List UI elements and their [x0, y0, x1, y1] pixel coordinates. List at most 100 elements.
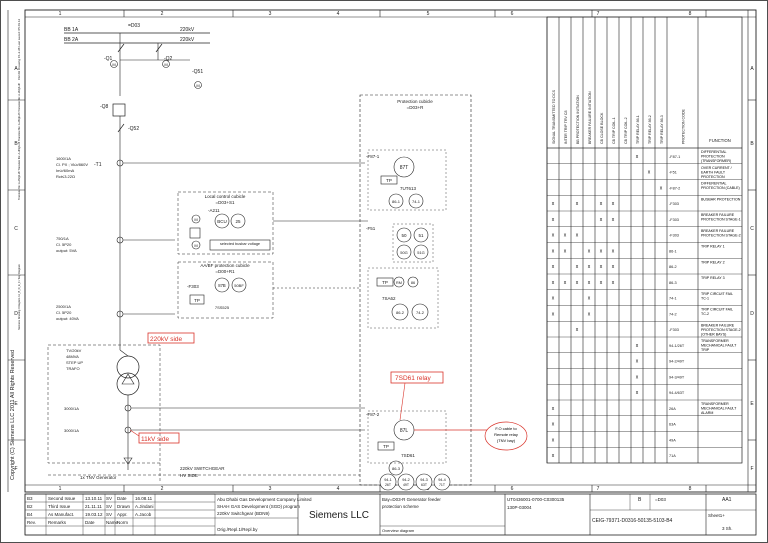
rev-desc-1: Third Issue	[48, 504, 71, 509]
matrix-mark: x	[612, 264, 615, 270]
matrix-row-function-9-line-1: TC-1	[701, 296, 709, 300]
protection-matrix	[546, 16, 743, 464]
matrix-mark: x	[576, 233, 579, 239]
matrix-row-function-11-line-0: BREAKER FAILURE	[701, 323, 735, 327]
distance-relay-type: 7SA62	[382, 296, 396, 301]
matrix-mark: x	[588, 311, 591, 317]
sync-check-relay-symbol	[230, 213, 246, 229]
matrix-row-function-16-line-2: ALARM	[701, 411, 713, 415]
mech-fault-relay-3	[415, 473, 433, 491]
busbar-1a-name: BB 1A	[64, 27, 79, 33]
matrix-mark: x	[636, 154, 639, 160]
matrix-mark: x	[552, 217, 555, 223]
lv-side-annotation: 11kV side	[141, 436, 169, 443]
q2-label: -Q2	[164, 56, 173, 62]
row-letter-right-D: D	[750, 311, 754, 317]
matrix-row-function-11-line-1: PROTECTION STAGE-2	[701, 328, 741, 332]
matrix-row-function-11-line-2: (OTHER BAYS)	[701, 332, 726, 336]
transformer-rating-3: TRAFO	[66, 366, 80, 371]
switchgear-label-2: HV SIDE	[180, 473, 198, 478]
mech-fault-relay-3-code: 94-3	[420, 478, 428, 482]
rev-val-0: 16.08.11	[135, 496, 153, 501]
relay-annotation: 7SD61 relay	[395, 375, 432, 382]
trip-relay-86-1-label: 86-1	[392, 199, 401, 204]
matrix-mark: x	[552, 296, 555, 302]
q52-disconnector	[117, 123, 125, 133]
mech-fault-relay-2-code: 94-2	[402, 478, 410, 482]
matrix-col-header-4: CB CLOSE BLOCK	[600, 112, 604, 144]
column-number-bottom-2: 2	[161, 486, 164, 492]
copyright-notice: Copyright (C) Siemens LLC 2011 All Right…	[10, 350, 16, 480]
matrix-mark: x	[552, 201, 555, 207]
protection-cubicle	[359, 94, 472, 486]
matrix-row-code-2: -F87-2	[669, 186, 680, 190]
line-relay-group	[367, 410, 447, 464]
generator-label: 1x TNV Generator	[80, 475, 117, 480]
matrix-col-header-0: SIGNAL TRANSMITTED TO DCS	[552, 89, 556, 144]
row-letter-D: D	[14, 311, 18, 317]
matrix-mark: x	[564, 233, 567, 239]
matrix-row-code-0: -F87-1	[669, 155, 680, 159]
matrix-mark: x	[552, 437, 555, 443]
column-number-5: 5	[427, 11, 430, 17]
line-relay-type: 7SD61	[401, 453, 415, 458]
matrix-mark: x	[600, 280, 603, 286]
matrix-row-function-4-line-1: PROTECTION STAGE-1	[701, 218, 741, 222]
matrix-row-code-14: 94-3/49T	[669, 375, 685, 379]
ef-50g-relay-symbol	[396, 244, 412, 260]
local-meter-1-label: M	[194, 217, 197, 222]
matrix-row-function-2-line-0: DIFFERENTIAL	[701, 182, 727, 186]
aabf-tp-box	[189, 294, 205, 305]
matrix-row-function-16-line-1: MECHANICAL FAULT	[701, 407, 737, 411]
q51-motor-label: M	[196, 83, 199, 88]
local-meter-1-symbol	[191, 214, 201, 224]
lv-ct-b-ratio: 3000/1A	[64, 428, 79, 433]
matrix-col-header-3: BREAKER FAILURE INITIATION	[588, 91, 592, 144]
hv-side-boundary	[47, 344, 161, 464]
row-letter-E: E	[14, 401, 18, 407]
breaker-failure-relay-symbol	[231, 277, 247, 293]
rev-header-by: Name	[106, 520, 119, 525]
tp1-label: TP	[386, 178, 392, 183]
matrix-mark: x	[612, 280, 615, 286]
matrix-row-code-12: 94-1/26T	[669, 344, 685, 348]
lv-ct-a-ratio: 3000/1A	[64, 406, 79, 411]
ct3-output: output: 40VA	[56, 316, 79, 321]
trip-circuit-74-1-label: 74-1	[412, 199, 421, 204]
ef-51g-relay-label: 51G	[417, 250, 425, 255]
ct1-class: Cl. PX ; Vk≥/860V	[56, 162, 88, 167]
column-number-bottom-8: 8	[689, 486, 692, 492]
matrix-row-function-1-line-0: OVER CURRENT /	[701, 166, 732, 170]
matrix-mark: x	[576, 327, 579, 333]
rev-what-0: Date	[117, 496, 127, 501]
rev-header-date: Date	[85, 520, 95, 525]
local-control-id: =D03+S1	[215, 200, 235, 205]
matrix-row-function-3-line-0: BUSBAR PROTECTION	[701, 197, 741, 201]
mech-fault-relay-1-sub: 26T	[385, 483, 392, 487]
matrix-row-function-5-line-1: PROTECTION STAGE-2	[701, 233, 741, 237]
q8-breaker	[112, 103, 126, 117]
transformer-primary	[116, 355, 140, 379]
matrix-col-header-8: TRIP RELAY 86-2	[648, 115, 652, 144]
f51-label: -F51	[366, 226, 376, 231]
matrix-row-function-16-line-0: TRANSFORMER	[701, 402, 729, 406]
matrix-row-code-3: -F303	[669, 202, 679, 206]
q2-disconnector	[155, 43, 163, 53]
matrix-mark: x	[552, 422, 555, 428]
column-number-3: 3	[269, 11, 272, 17]
sync-check-relay-label: 25	[235, 219, 241, 224]
matrix-row-function-10-line-1: TC-2	[701, 312, 709, 316]
matrix-row-code-7: 86-2	[669, 265, 677, 269]
matrix-row-code-1: -F51	[669, 171, 677, 175]
breaker-failure-relay-label: 50BF	[234, 283, 244, 288]
q8-label: -Q8	[100, 104, 109, 110]
rev-code-2: B4	[27, 512, 33, 517]
q1-motor-symbol	[110, 60, 118, 68]
matrix-row-function-12-line-2: TRIP	[701, 348, 710, 352]
left-margin-note-2: Translate file: A-dft/gb.dft Translate f…	[17, 83, 21, 200]
matrix-col-header-10: PROTECTION CODE	[682, 108, 686, 144]
matrix-mark: x	[636, 359, 639, 365]
f87-1-label: -F87-1	[366, 154, 380, 159]
trip-relay-86-3-label: 86-3	[392, 466, 401, 471]
